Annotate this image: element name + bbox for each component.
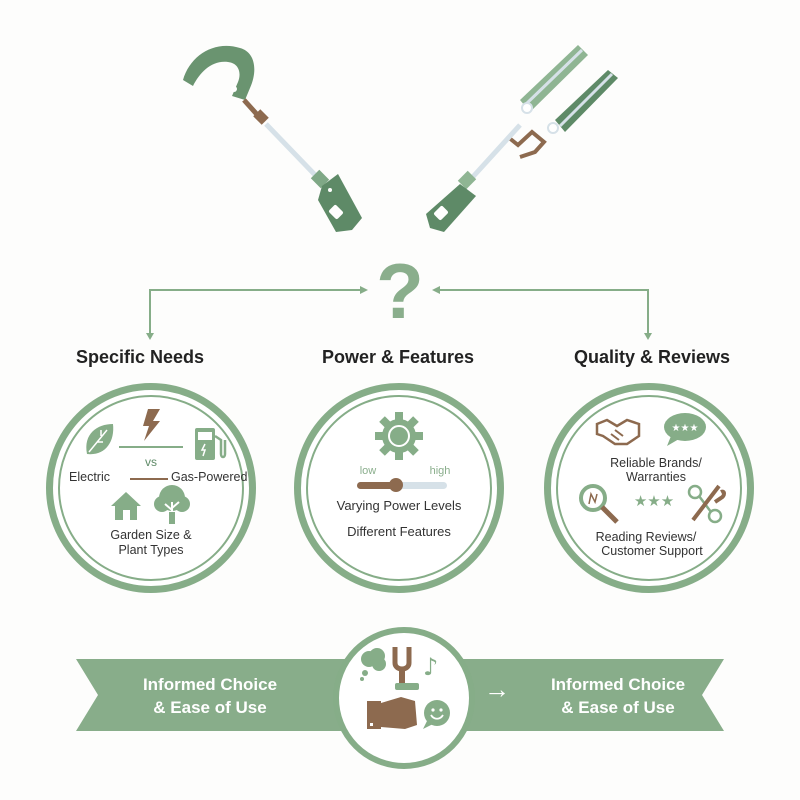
heading-power-features: Power & Features [321, 347, 475, 367]
text-warranties: Warranties [626, 470, 686, 484]
magnifier-icon [579, 484, 619, 524]
arrow-right-icon: → [484, 674, 510, 704]
hedge-trimmer-hook-icon [183, 45, 362, 232]
text-customer-support: Customer Support [601, 544, 703, 558]
tools-icon [687, 484, 726, 524]
right-banner [452, 659, 724, 731]
option-electric: Electric [69, 470, 110, 484]
right-banner-line1: Informed Choice [550, 675, 686, 694]
slider-knob[interactable] [389, 478, 403, 492]
caption-plant-types: Plant Types [118, 543, 184, 557]
caption-garden-size: Garden Size & [110, 528, 192, 542]
question-mark-icon: ? [376, 247, 424, 335]
handshake-icon [595, 418, 641, 446]
power-slider-track[interactable] [357, 478, 447, 492]
hand-holding-tool-icon [367, 647, 419, 729]
center-badge: ♪ [333, 627, 475, 769]
circle-quality-reviews: ★★★ Reliable Brands/ Warranties ★★★ Read… [544, 383, 754, 593]
circle-power-features: low high Varying Power Levels Different … [294, 383, 504, 593]
vs-label: vs [145, 455, 157, 469]
lightning-icon [143, 409, 160, 441]
house-icon [111, 492, 141, 520]
heading-quality-reviews: Quality & Reviews [573, 347, 731, 367]
smiley-bubble-icon [423, 700, 450, 729]
thought-cloud-icon [360, 648, 386, 681]
hedge-shears-icon [426, 45, 618, 232]
left-banner-line1: Informed Choice [142, 675, 278, 694]
slider-low-label: low [359, 465, 377, 477]
left-banner-line2: & Ease of Use [153, 698, 267, 717]
slider-high-label: high [429, 465, 451, 477]
heading-specific-needs: Specific Needs [75, 347, 205, 367]
fuel-pump-icon [195, 428, 227, 460]
left-banner [76, 659, 348, 731]
leaf-icon [86, 424, 114, 455]
tree-icon [154, 485, 190, 524]
option-gas-powered: Gas-Powered [171, 470, 248, 484]
circle-specific-needs: vs Electric Gas-Powered Garden Size & Pl… [46, 383, 256, 593]
right-banner-line2: & Ease of Use [561, 698, 675, 717]
tools-illustration [183, 45, 618, 232]
rating-bubble-icon: ★★★ [664, 413, 706, 446]
text-different-features: Different Features [347, 524, 451, 539]
text-reading-reviews: Reading Reviews/ [595, 530, 697, 544]
svg-text:★★★: ★★★ [672, 423, 699, 434]
rating-stars: ★★★ [633, 492, 675, 510]
music-note-icon: ♪ [423, 653, 439, 681]
text-varying-power: Varying Power Levels [336, 498, 462, 513]
text-reliable-brands: Reliable Brands/ [610, 456, 702, 470]
gear-icon [375, 412, 423, 460]
